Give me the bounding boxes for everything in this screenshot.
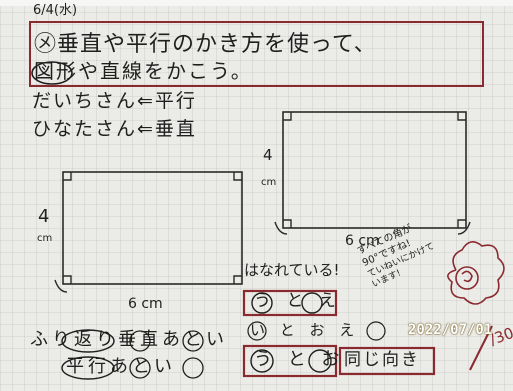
date-stamp: 2022/07/01 <box>408 322 493 338</box>
right-rect-width-label: 6 cm <box>345 233 380 249</box>
student-hinata-line: ひなたさん⇐垂直 <box>32 118 197 140</box>
title-box <box>29 21 484 87</box>
review-line-1: ふり返り垂直あとい <box>30 329 228 350</box>
same-direction-text: 同じ向き <box>344 350 420 370</box>
title-line-1: ㋱垂直や平行のかき方を使って、 <box>34 32 377 57</box>
apart-label: はなれている! <box>244 261 340 279</box>
score-slash <box>469 325 493 371</box>
box-u-to-o <box>242 344 338 378</box>
box-u-to-e <box>242 289 338 317</box>
left-rect-height-unit: cm <box>37 233 53 244</box>
left-rect-width-label: 6 cm <box>128 296 163 312</box>
row-i-to-o-e-text: い と お え <box>250 321 360 339</box>
box-same-direction <box>338 346 436 376</box>
student-daichi-line: だいちさん⇐平行 <box>32 90 197 112</box>
right-rectangle <box>274 111 471 235</box>
left-rect-height-num: 4 <box>38 206 50 227</box>
flower-doodle <box>447 241 505 305</box>
box-u-to-e-text: う と え <box>254 291 341 311</box>
title-line-2: 図形や直線をかこう。 <box>34 59 253 83</box>
review-line-2: 平行あとい <box>66 356 176 377</box>
right-rect-height-num: 4 <box>263 146 273 164</box>
left-rectangle <box>54 171 243 293</box>
right-rect-height-unit: cm <box>261 177 277 188</box>
zukei-circle <box>31 61 73 85</box>
box-u-to-o-text: う と お <box>254 349 345 370</box>
date-label: 6/4(水) <box>33 3 78 18</box>
